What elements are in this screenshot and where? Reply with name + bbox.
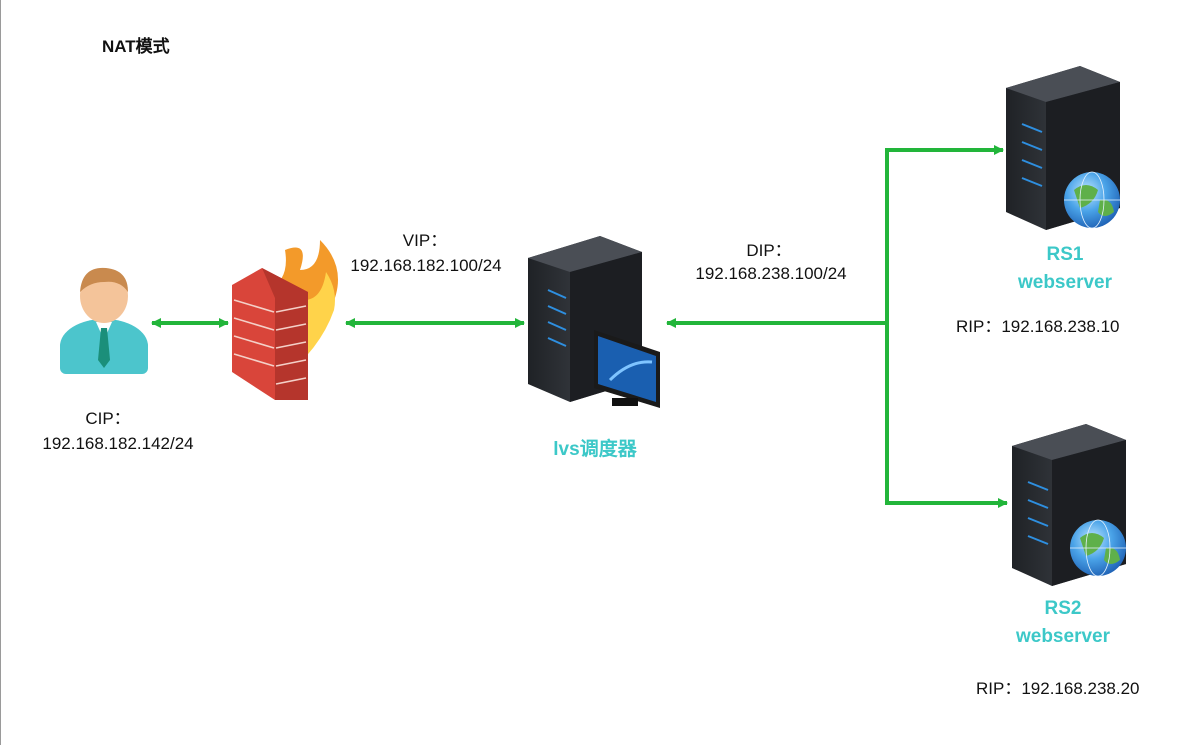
rs2-name: RS2 [1044, 598, 1082, 619]
user-icon [60, 267, 148, 374]
rs1-role: webserver [1017, 272, 1112, 293]
cip-label: CIP： [85, 409, 131, 428]
link-lvs-realservers [666, 145, 1008, 508]
dip-label: DIP： [746, 241, 792, 260]
rs1-name: RS1 [1046, 244, 1084, 265]
monitor-icon [594, 330, 660, 408]
rs2-globe-icon [1070, 519, 1126, 577]
dip-address: 192.168.238.100/24 [695, 264, 847, 283]
lvs-scheduler-label: lvs调度器 [553, 439, 637, 460]
rs1-rip: RIP：192.168.238.10 [956, 317, 1120, 336]
vip-address: 192.168.182.100/24 [350, 256, 502, 275]
frame-left-border [0, 0, 1, 745]
firewall-icon [232, 240, 338, 400]
rs2-rip: RIP：192.168.238.20 [976, 679, 1140, 698]
diagram-title: NAT模式 [102, 37, 170, 56]
vip-label: VIP： [402, 231, 448, 250]
rs1-globe-icon [1064, 171, 1120, 229]
rs2-role: webserver [1015, 626, 1110, 647]
cip-address: 192.168.182.142/24 [42, 434, 194, 453]
